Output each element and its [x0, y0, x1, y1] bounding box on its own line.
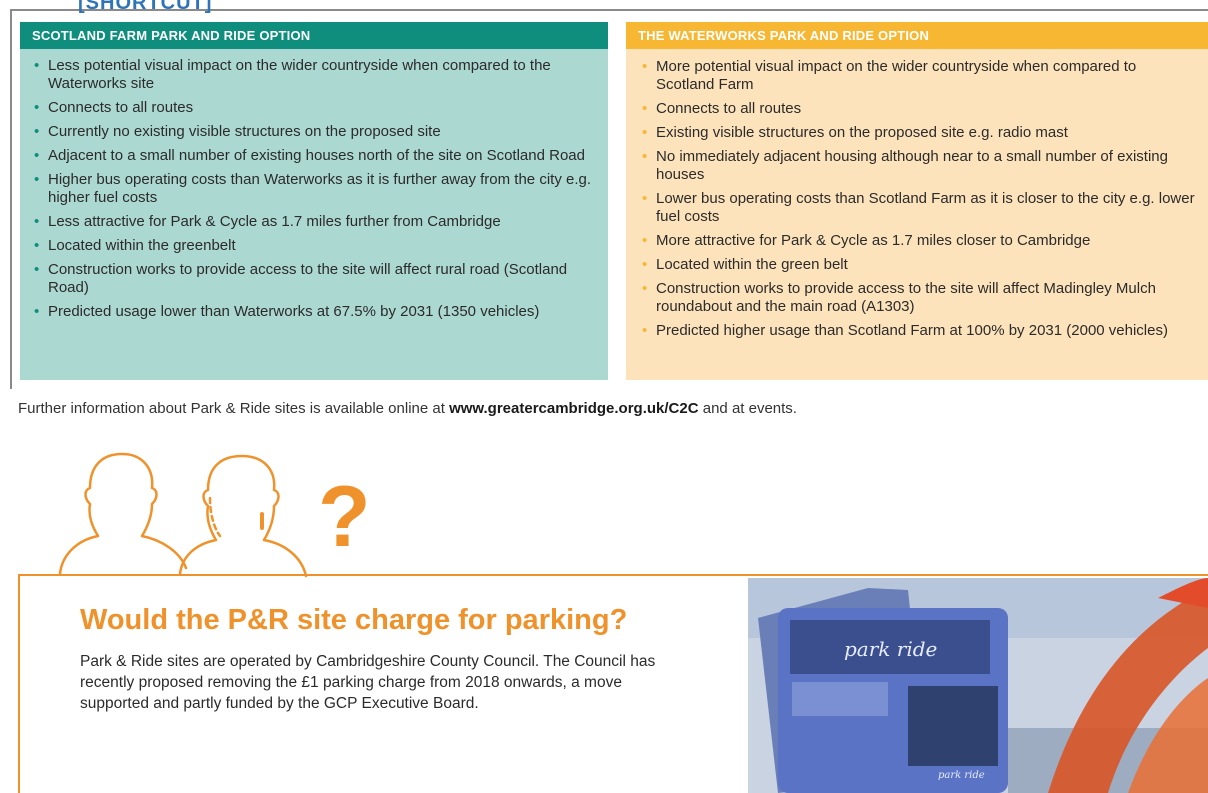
bullet-icon: •	[34, 303, 40, 320]
list-item: •Predicted usage lower than Waterworks a…	[34, 303, 540, 320]
list-item: •Construction works to provide access to…	[642, 280, 1156, 315]
bullet-icon: •	[34, 171, 40, 188]
bullet-icon: •	[642, 322, 648, 339]
scotland-farm-heading: SCOTLAND FARM PARK AND RIDE OPTION	[20, 22, 608, 49]
faq-title: Would the P&R site charge for parking?	[80, 604, 628, 636]
list-item: •Less attractive for Park & Cycle as 1.7…	[34, 213, 501, 230]
bullet-icon: •	[34, 147, 40, 164]
bullet-icon: •	[642, 100, 648, 117]
list-item: •Connects to all routes	[34, 99, 194, 116]
list-item: •Less potential visual impact on the wid…	[34, 57, 551, 92]
bullet-icon: •	[642, 190, 648, 207]
frame-left-border	[10, 9, 12, 389]
question-mark-icon: ?	[318, 469, 371, 565]
list-item: •Predicted higher usage than Scotland Fa…	[642, 322, 1168, 339]
list-item: •Located within the green belt	[642, 256, 848, 273]
list-item: •More attractive for Park & Cycle as 1.7…	[642, 232, 1091, 249]
scotland-farm-list: •Less potential visual impact on the wid…	[20, 49, 608, 321]
scotland-farm-panel: SCOTLAND FARM PARK AND RIDE OPTION •Less…	[20, 22, 608, 380]
frame-top-border	[10, 9, 1208, 11]
list-item: •Located within the greenbelt	[34, 237, 236, 254]
list-item: •Lower bus operating costs than Scotland…	[642, 190, 1195, 225]
bullet-icon: •	[34, 57, 40, 74]
bullet-icon: •	[642, 148, 648, 165]
cut-off-heading: [SHORTCUT]	[78, 0, 213, 14]
bullet-icon: •	[642, 232, 648, 249]
bullet-icon: •	[34, 213, 40, 230]
bullet-icon: •	[34, 123, 40, 140]
headset-mic-icon	[208, 496, 222, 538]
person-silhouette-icon	[58, 452, 188, 576]
website-link[interactable]: www.greatercambridge.org.uk/C2C	[449, 400, 699, 417]
bullet-icon: •	[642, 256, 648, 273]
bullet-icon: •	[34, 261, 40, 278]
waterworks-panel: THE WATERWORKS PARK AND RIDE OPTION •Mor…	[626, 22, 1208, 380]
bullet-icon: •	[642, 280, 648, 297]
person-with-headset-icon	[178, 454, 308, 578]
bullet-icon: •	[642, 124, 648, 141]
svg-text:park ride: park ride	[938, 770, 985, 781]
list-item: •Adjacent to a small number of existing …	[34, 147, 585, 164]
bullet-icon: •	[34, 237, 40, 254]
bullet-icon: •	[34, 99, 40, 116]
svg-text:park ride: park ride	[844, 637, 937, 661]
list-item: •More potential visual impact on the wid…	[642, 58, 1137, 93]
section-divider	[18, 574, 1208, 576]
faq-body: Park & Ride sites are operated by Cambri…	[80, 653, 656, 712]
list-item: •Currently no existing visible structure…	[34, 123, 441, 140]
park-ride-bus-photo: park ride park ride	[748, 578, 1208, 793]
waterworks-heading: THE WATERWORKS PARK AND RIDE OPTION	[626, 22, 1208, 49]
further-information: Further information about Park & Ride si…	[18, 400, 797, 417]
waterworks-list: •More potential visual impact on the wid…	[626, 49, 1208, 340]
people-question-illustration: ?	[58, 452, 371, 578]
list-item: •Connects to all routes	[642, 100, 802, 117]
list-item: •Construction works to provide access to…	[34, 261, 568, 296]
bullet-icon: •	[642, 58, 648, 75]
list-item: •No immediately adjacent housing althoug…	[642, 148, 1168, 183]
list-item: •Higher bus operating costs than Waterwo…	[34, 171, 592, 206]
list-item: •Existing visible structures on the prop…	[642, 124, 1068, 141]
section-left-rule	[18, 574, 20, 793]
